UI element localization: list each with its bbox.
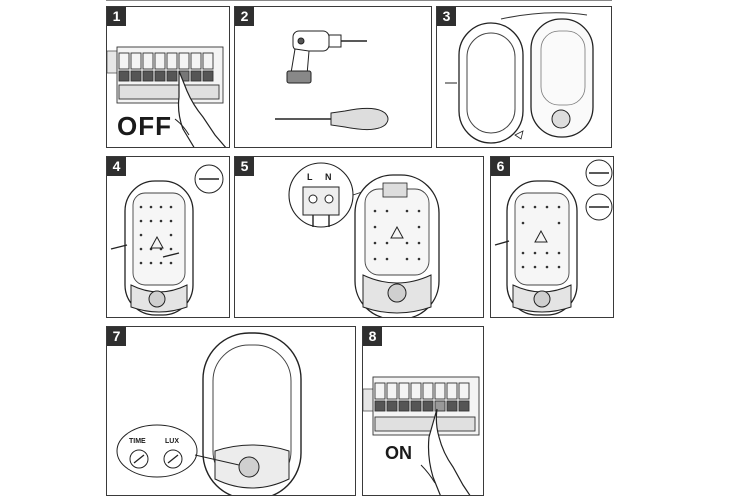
step-1-panel: 1 OFF bbox=[106, 6, 230, 148]
dial-detail bbox=[116, 424, 198, 478]
step-number: 7 bbox=[107, 327, 126, 346]
warning-icon bbox=[390, 225, 404, 239]
time-dial-label: TIME bbox=[129, 438, 146, 445]
step-7-panel: 7 TIME LUX bbox=[106, 326, 356, 496]
step-number: 1 bbox=[107, 7, 126, 26]
lamp-base bbox=[530, 18, 594, 138]
drill-icon bbox=[286, 30, 367, 84]
motion-sensor bbox=[148, 290, 166, 308]
remove-cover-illustration bbox=[445, 12, 594, 144]
warning-icon bbox=[150, 235, 164, 249]
terminal-label-l: L bbox=[307, 172, 313, 182]
motion-sensor bbox=[387, 283, 407, 303]
motion-sensor bbox=[551, 109, 571, 129]
step-number: 8 bbox=[363, 327, 382, 346]
mounting-screws-illustration bbox=[110, 164, 224, 316]
warning-icon bbox=[534, 229, 548, 243]
step-6-panel: 6 bbox=[490, 156, 614, 318]
step-number: 5 bbox=[235, 157, 254, 176]
wiring-illustration bbox=[288, 162, 440, 317]
lamp-cover bbox=[458, 22, 524, 144]
tools-illustration bbox=[275, 30, 389, 131]
pointing-hand bbox=[177, 70, 227, 147]
step-number: 3 bbox=[437, 7, 456, 26]
step-5-panel: 5 L N bbox=[234, 156, 484, 318]
breaker-off-illustration bbox=[107, 46, 227, 147]
lux-dial-label: LUX bbox=[165, 438, 179, 445]
screwdriver-icon bbox=[275, 107, 389, 131]
pointing-hand bbox=[427, 408, 471, 495]
motion-sensor bbox=[533, 290, 551, 308]
step-3-panel: 3 bbox=[436, 6, 612, 148]
step-number: 6 bbox=[491, 157, 510, 176]
step-number: 4 bbox=[107, 157, 126, 176]
motion-sensor bbox=[238, 456, 260, 478]
page-top-border bbox=[106, 0, 612, 1]
step-4-panel: 4 bbox=[106, 156, 230, 318]
on-caption: ON bbox=[385, 443, 412, 463]
sensor-adjust-illustration bbox=[116, 332, 302, 495]
step-number: 2 bbox=[235, 7, 254, 26]
step-2-panel: 2 bbox=[234, 6, 432, 148]
terminal-label-n: N bbox=[325, 172, 332, 182]
off-caption: OFF bbox=[117, 111, 172, 141]
step-8-panel: 8 ON bbox=[362, 326, 484, 496]
fasten-screws-illustration bbox=[494, 159, 613, 316]
breaker-on-illustration bbox=[363, 376, 480, 495]
